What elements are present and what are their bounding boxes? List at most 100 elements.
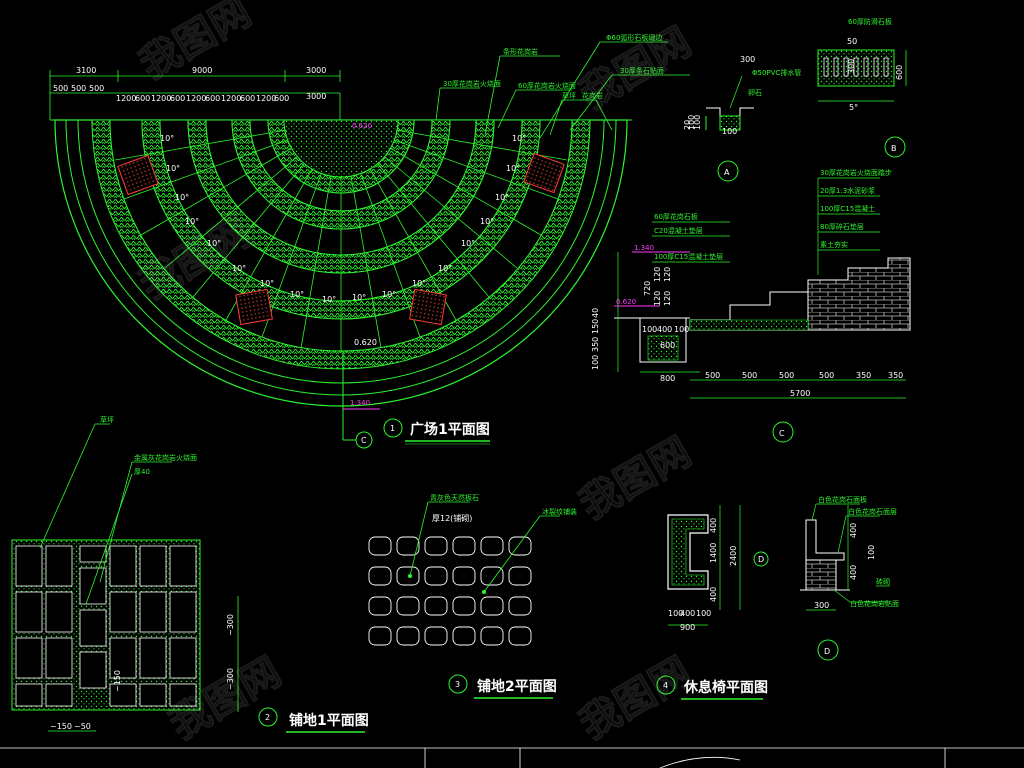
detail-c-note: 60厚花岗石板: [654, 212, 698, 221]
sub-dim: 600: [274, 94, 289, 103]
plaza-dim-lines: [49, 70, 341, 120]
detail-c-note: 20厚1:3水泥砂浆: [820, 186, 875, 195]
detail-c-elev: 0.620: [616, 298, 636, 306]
step-dim: 350: [888, 371, 903, 380]
vdim: 120: [663, 267, 672, 282]
hdim: 800: [660, 374, 675, 383]
elevation-top: 0.620: [352, 122, 372, 130]
title-block: [0, 747, 1024, 768]
hdim: 400: [657, 325, 672, 334]
dim-right-3000: 3000: [306, 92, 326, 101]
watermark-text: 我图网: [132, 0, 259, 89]
plaza-sub-dims: 500 500 500 1200 600 1200 600 1200 600 1…: [53, 84, 289, 103]
angle-label: 10°: [506, 164, 520, 173]
paving1-dim: ~150: [50, 722, 72, 731]
bench-dim: 900: [680, 623, 695, 632]
bench-dim: 100: [696, 609, 711, 618]
sub-dim: 600: [205, 94, 220, 103]
detail-c-bottom-small: 100 400 100 600 800: [642, 325, 689, 383]
dim-9000: 9000: [192, 66, 212, 75]
bench-note: 砖砌: [876, 577, 890, 586]
angle-label: 10°: [290, 290, 304, 299]
angle-label: 10°: [480, 217, 494, 226]
detail-a-label: A: [724, 168, 730, 177]
paving1-dim: ~300: [226, 668, 235, 690]
paving1-note: 金属灰花岗岩火烧面: [134, 453, 197, 462]
angle-label: 10°: [185, 217, 199, 226]
detail-b: 50 300 600 5° 60厚防滑石板 B: [817, 17, 907, 158]
sub-dim: 600: [170, 94, 185, 103]
vdim: 100: [591, 355, 600, 370]
detail-b-dim: 300: [847, 59, 856, 74]
detail-b-note: 60厚防滑石板: [848, 17, 892, 26]
vdim: 350: [591, 337, 600, 352]
detail-c-note: 素土夯实: [820, 240, 848, 249]
step-dim: 500: [705, 371, 720, 380]
paving-1: 草坪 金属灰花岗岩火烧面 厚40 ~150 ~50 ~300 ~150 ~300…: [11, 415, 369, 733]
angle-label: 10°: [412, 279, 426, 288]
bench-plan: 400 1400 400 2400 100 400 100 900 D 白色花岗…: [656, 495, 899, 700]
elevation-bottom: 1.340: [350, 399, 370, 407]
angle-label: 10°: [166, 164, 180, 173]
vdim: 120: [653, 267, 662, 282]
angle-label: 10°: [322, 295, 336, 304]
plaza-leaders: [435, 41, 690, 139]
detail-c-note: 30厚花岗岩火烧面踏步: [820, 168, 892, 177]
section-label: C: [361, 436, 367, 445]
bench-note: 白色花岗石面板: [818, 495, 867, 504]
detail-c-section: 1.340 0.620 60厚花岗石板 C20混凝土垫层 100厚C15混凝土垫…: [591, 168, 911, 443]
sub-dim: 600: [240, 94, 255, 103]
sub-dim: 1200: [256, 94, 276, 103]
callout-text: 草坪: [562, 91, 576, 100]
step-dim: 350: [856, 371, 871, 380]
plaza-title: 广场1平面图: [410, 421, 490, 438]
dim-3100: 3100: [76, 66, 96, 75]
watermark-text: 我图网: [572, 429, 699, 529]
step-dim: 500: [742, 371, 757, 380]
detail-c-total: 5700: [790, 389, 810, 398]
angle-label: 10°: [461, 239, 475, 248]
angle-label: 10°: [512, 134, 526, 143]
detail-c-left-dims: 120 120 120 120 720 40 150 350 100: [591, 267, 672, 370]
callout-text: 条形花岗岩: [503, 47, 538, 56]
angle-labels: 10° 10° 10° 10° 10° 10° 10° 10° 10° 10° …: [160, 134, 526, 304]
callout-text: 花岗岩: [582, 91, 603, 100]
vdim: 120: [663, 291, 672, 306]
sub-dim: 500: [89, 84, 104, 93]
plaza-plan: 3100 9000 3000 500 500 500 1200 600 1200…: [49, 33, 690, 449]
angle-label: 10°: [438, 264, 452, 273]
detail-c-elev: 1.340: [634, 244, 654, 252]
callout-text: 30厚条石贴面: [620, 66, 664, 75]
angle-label: 10°: [352, 293, 366, 302]
detail-a-dim: 300: [740, 55, 755, 64]
angle-label: 10°: [382, 290, 396, 299]
bench-section-mark: D: [758, 555, 764, 564]
detail-a-dim: 100: [693, 115, 702, 130]
vdim: 40: [591, 308, 600, 318]
step-dim: 500: [779, 371, 794, 380]
vdim: 150: [591, 319, 600, 334]
detail-a-dim: 20: [683, 120, 692, 130]
detail-b-dim: 600: [895, 65, 904, 80]
bench-side-dim: 300: [814, 601, 829, 610]
hdim: 100: [642, 325, 657, 334]
callout-text: 60厚花岗岩火烧面: [518, 81, 576, 90]
plaza-radial-joints: [114, 129, 568, 351]
vdim: 720: [643, 281, 652, 296]
detail-b-label: B: [891, 144, 897, 153]
paving1-dim: ~150: [113, 670, 122, 692]
paving1-note: 厚40: [134, 468, 150, 476]
detail-b-dim: 50: [847, 37, 857, 46]
bench-side-dim: 100: [867, 545, 876, 560]
angle-label: 10°: [207, 239, 221, 248]
paving2-note: 厚12(铺砌): [432, 513, 472, 523]
callout-text: Φ60弧形石板缀边: [606, 33, 662, 42]
paving2-title: 铺地2平面图: [477, 678, 557, 695]
dim-3000: 3000: [306, 66, 326, 75]
planting-beds: [117, 152, 565, 326]
angle-label: 10°: [495, 193, 509, 202]
paving1-dim: ~300: [226, 614, 235, 636]
angle-label: 10°: [232, 264, 246, 273]
detail-c-note: 100厚C15混凝土: [820, 204, 875, 213]
bench-dim: 400: [709, 518, 718, 533]
